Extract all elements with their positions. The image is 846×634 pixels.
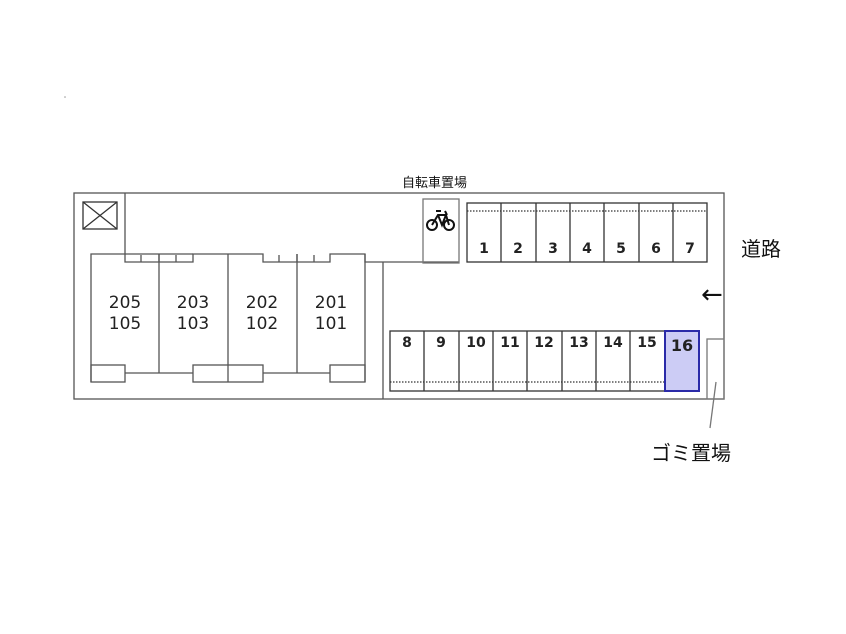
unit-number: 201 xyxy=(314,293,348,313)
parking-slot-number: 8 xyxy=(402,335,412,351)
parking-slot-number: 7 xyxy=(685,241,695,257)
parking-slot-number: 10 xyxy=(466,335,486,351)
corridor-outline xyxy=(124,193,459,263)
parking-slot-number: 3 xyxy=(548,241,558,257)
highlighted-parking-slot xyxy=(664,330,700,392)
parking-slot-number: 5 xyxy=(616,241,626,257)
balcony xyxy=(329,364,366,383)
bicycle-parking-area xyxy=(422,198,460,264)
arrow-left-icon: ← xyxy=(701,280,723,310)
garbage-area-box xyxy=(706,338,725,400)
bicycle-parking-label: 自転車置場 xyxy=(402,176,468,191)
parking-slot-number: 2 xyxy=(513,241,523,257)
unit-number: 103 xyxy=(176,314,210,334)
unit-number: 205 xyxy=(108,293,142,313)
x-box-icon xyxy=(82,201,118,230)
garbage-area-label: ゴミ置場 xyxy=(651,441,731,465)
parking-slot-number: 14 xyxy=(603,335,623,351)
parking-slot-number: 4 xyxy=(582,241,592,257)
unit-number: 105 xyxy=(108,314,142,334)
balcony xyxy=(192,364,264,383)
parking-slot-number: 6 xyxy=(651,241,661,257)
unit-number: 203 xyxy=(176,293,210,313)
parking-slot-number-highlighted: 16 xyxy=(670,336,694,355)
balcony xyxy=(90,364,126,383)
garbage-leader-line xyxy=(709,381,717,429)
parking-slot-number: 13 xyxy=(569,335,589,351)
unit-number: 102 xyxy=(245,314,279,334)
door-ticks xyxy=(140,254,315,262)
unit-number: 202 xyxy=(245,293,279,313)
parking-row-top xyxy=(466,202,708,263)
parking-slot-number: 11 xyxy=(500,335,520,351)
unit-number: 101 xyxy=(314,314,348,334)
road-label: 道路 xyxy=(741,237,781,261)
parking-slot-number: 12 xyxy=(534,335,554,351)
bicycle-icon xyxy=(426,210,455,231)
property-boundary xyxy=(73,192,725,400)
parking-slot-number: 15 xyxy=(637,335,657,351)
parking-slot-number: 1 xyxy=(479,241,489,257)
parking-slot-number: 9 xyxy=(436,335,446,351)
